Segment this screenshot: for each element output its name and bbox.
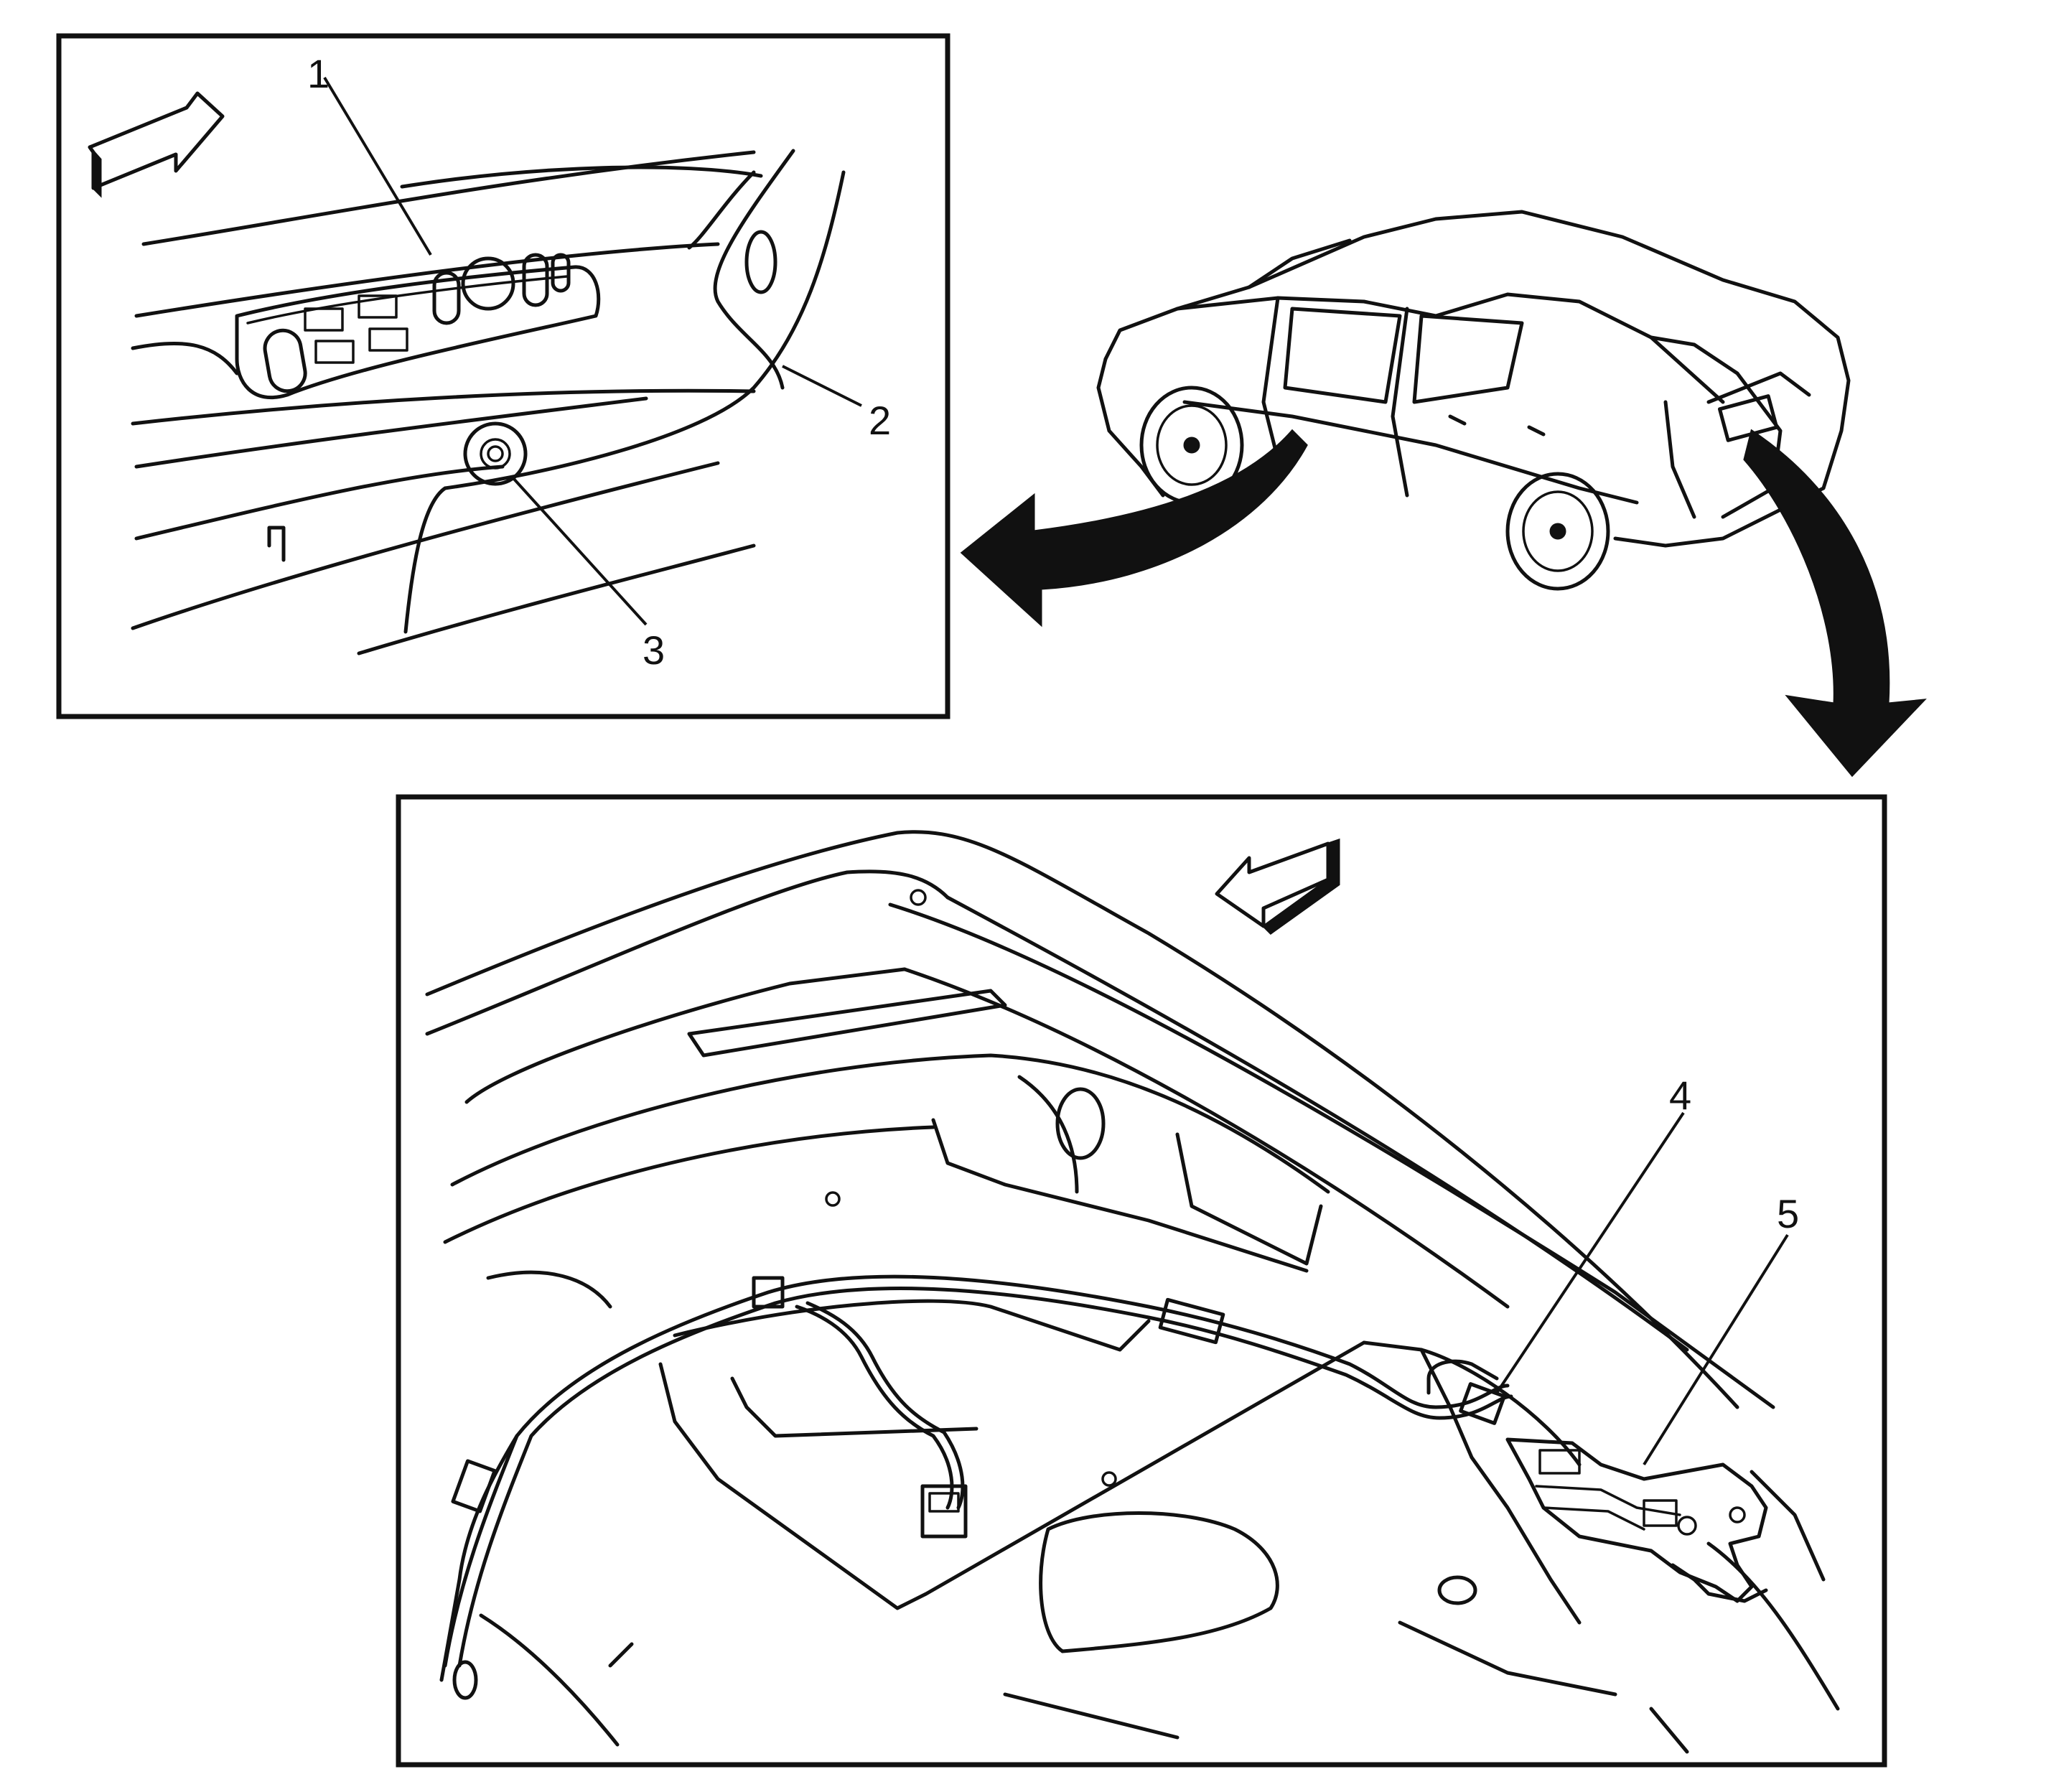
license-plate-icon (1717, 394, 1779, 442)
leader-line-4 (1495, 1111, 1685, 1394)
door-switch-panel (235, 253, 601, 400)
curved-pointer-arrow-icon (960, 429, 1308, 627)
mirror-control-icon (461, 256, 515, 311)
inset-door-switch-panel: 1 2 3 (56, 33, 950, 719)
leader-line-5 (1643, 1233, 1789, 1466)
trunk-latch-actuator (1505, 1437, 1768, 1603)
window-switch-icon (304, 307, 344, 332)
callout-4: 4 (1669, 1073, 1691, 1118)
harness-clip (1158, 1297, 1225, 1345)
direction-arrow-icon (88, 91, 225, 198)
inset-2-frame (396, 794, 1887, 1768)
switch-button (463, 421, 528, 486)
trunk-release-connector (1459, 1382, 1506, 1425)
window-switch-icon (314, 340, 355, 364)
leader-line-1 (323, 76, 432, 256)
wheel-icon (1505, 472, 1610, 591)
wiring-harness (439, 1274, 1513, 1682)
callout-3: 3 (643, 627, 665, 673)
callout-1: 1 (307, 51, 330, 96)
callout-2: 2 (869, 398, 891, 443)
window-switch-icon (368, 327, 408, 352)
inset-trunk-compartment: 4 5 (396, 794, 1887, 1768)
inset-1-frame (56, 33, 950, 719)
callout-5: 5 (1777, 1191, 1799, 1236)
harness-clip (752, 1276, 785, 1309)
leader-line-2 (782, 365, 862, 407)
harness-clip (451, 1459, 497, 1513)
door-trim (131, 149, 846, 655)
leader-line-3 (511, 476, 648, 626)
direction-arrow-icon (1215, 838, 1340, 935)
curved-pointer-arrow-icon (1743, 429, 1927, 778)
trunk-body (425, 830, 1840, 1754)
harness-connector-icon (920, 1484, 968, 1539)
window-switch-icon (358, 294, 398, 319)
vehicle-overview (1096, 210, 1851, 591)
